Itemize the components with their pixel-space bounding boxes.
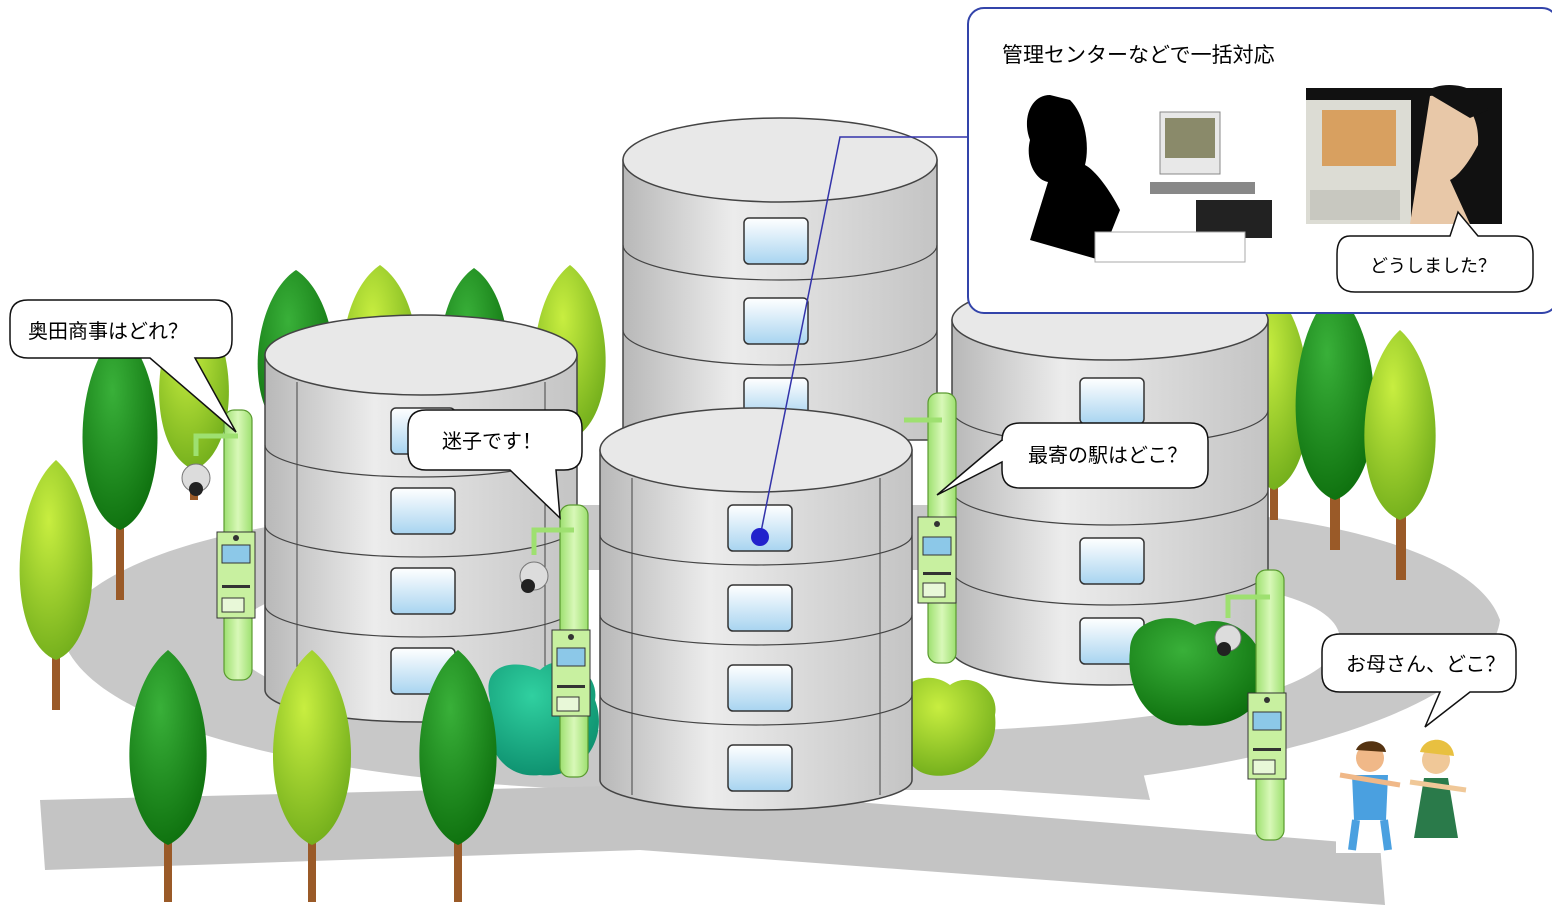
operator-icon: [1026, 95, 1272, 263]
tree-icon: [129, 650, 207, 902]
tree-icon: [19, 460, 93, 710]
security-camera-icon: [519, 561, 549, 593]
tree-icon: [419, 650, 497, 902]
company-query-text: 奥田商事はどれ？: [28, 319, 188, 343]
street-pole-icon: [904, 392, 957, 664]
speech-bubble-operator: どうしました？: [1336, 210, 1534, 293]
intercom-terminal-icon: [917, 516, 957, 604]
speech-bubble-company: 奥田商事はどれ？: [9, 299, 237, 433]
intercom-terminal-icon: [1247, 692, 1287, 780]
tree-icon: [1295, 290, 1375, 550]
management-center-panel: 管理センターなどで一括対応 どうしました？: [967, 7, 1552, 314]
tree-icon: [82, 330, 158, 600]
cylindrical-building-icon: [622, 117, 938, 441]
speech-bubble-lost-child: 迷子です！: [407, 409, 583, 520]
street-pole-icon: [519, 504, 591, 778]
tree-icon: [1364, 330, 1436, 580]
intercom-terminal-icon: [216, 531, 256, 619]
station-query-text: 最寄の駅はどこ？: [1028, 443, 1187, 467]
security-camera-icon: [1214, 624, 1242, 656]
intercom-terminal-icon: [551, 629, 591, 717]
operator-icon: [1306, 85, 1502, 224]
lost-child-text: 迷子です！: [442, 429, 542, 453]
street-pole-icon: [1214, 569, 1287, 841]
cylindrical-building-icon: [951, 279, 1269, 686]
security-camera-icon: [181, 463, 211, 496]
mother-query-text: お母さん、どこ？: [1346, 652, 1505, 676]
speech-bubble-station: 最寄の駅はどこ？: [936, 422, 1209, 496]
operator-reply-text: どうしました？: [1370, 256, 1496, 277]
tree-icon: [272, 650, 352, 902]
callout-connector: [751, 136, 973, 546]
front-trees: [19, 330, 497, 902]
speech-bubble-mother: お母さん、どこ？: [1321, 633, 1517, 728]
children-icon: [1336, 735, 1478, 853]
panel-title: 管理センターなどで一括対応: [1002, 43, 1275, 67]
cylindrical-building-icon: [599, 407, 913, 811]
street-pole-icon: [181, 409, 256, 681]
